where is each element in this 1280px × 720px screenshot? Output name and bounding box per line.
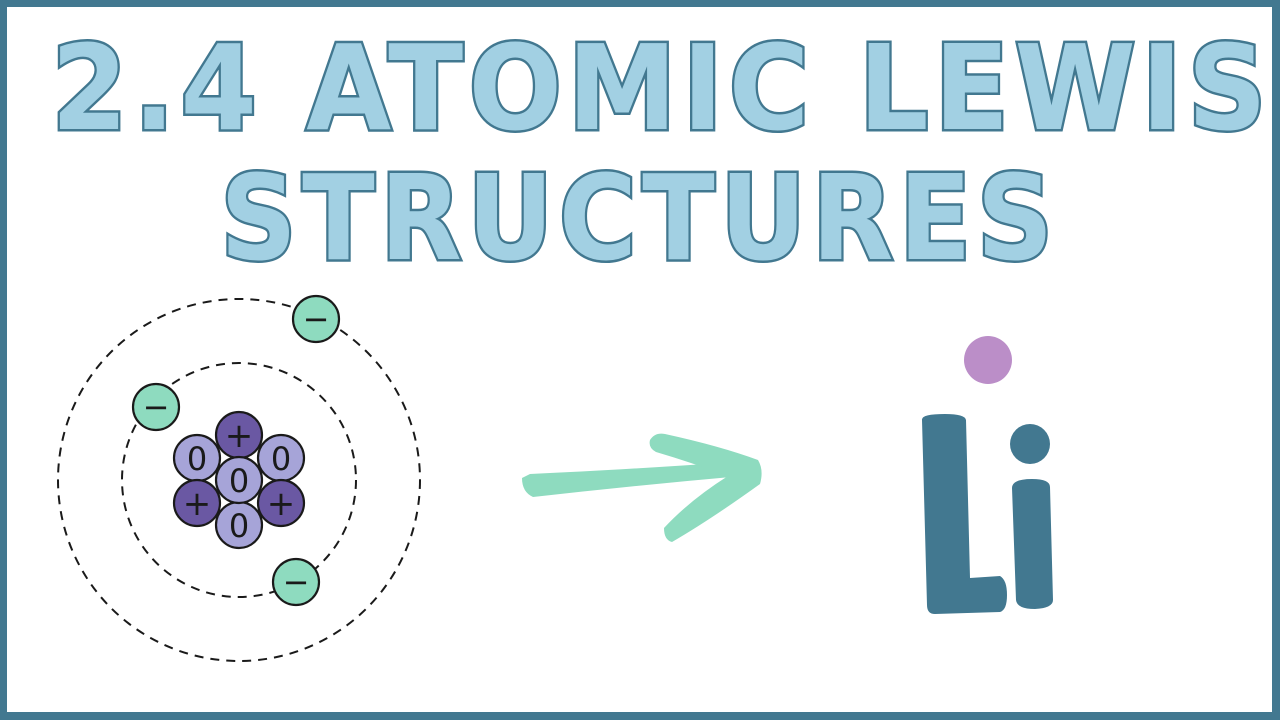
diagram-scene: + 0 0 + +	[57, 294, 1053, 662]
nucleus: + 0 0 + +	[172, 410, 306, 550]
svg-text:0: 0	[229, 462, 249, 500]
neutron: 0	[172, 433, 222, 483]
thumbnail-canvas: 2.4 ATOMIC LEWIS STRUCTURES + 0 0	[7, 7, 1272, 712]
electron-inner-2: −	[271, 557, 321, 607]
valence-electron-dot	[964, 336, 1012, 384]
svg-text:+: +	[267, 484, 296, 524]
svg-text:+: +	[225, 416, 254, 456]
electron-outer-1: −	[291, 294, 341, 344]
svg-text:0: 0	[229, 507, 249, 545]
arrow-right-icon	[522, 433, 762, 542]
neutron: 0	[214, 500, 264, 550]
title-line-2: STRUCTURES	[218, 149, 1059, 287]
proton: +	[256, 478, 306, 528]
proton: +	[172, 478, 222, 528]
proton: +	[214, 410, 264, 460]
neutron: 0	[256, 433, 306, 483]
outer-orbit	[57, 298, 421, 662]
electrons: − − −	[131, 294, 341, 607]
electron-inner-1: −	[131, 382, 181, 432]
svg-text:+: +	[183, 484, 212, 524]
neutron: 0	[214, 455, 264, 505]
inner-orbit	[121, 362, 357, 598]
svg-text:0: 0	[187, 440, 207, 478]
element-symbol	[921, 414, 1053, 614]
svg-text:−: −	[303, 300, 330, 338]
svg-text:−: −	[283, 563, 310, 601]
bohr-atom-diagram: + 0 0 + +	[57, 294, 421, 662]
svg-text:−: −	[143, 388, 170, 426]
title-line-1: 2.4 ATOMIC LEWIS	[49, 19, 1272, 157]
lewis-structure-li: Li	[921, 336, 1053, 614]
svg-text:0: 0	[271, 440, 291, 478]
